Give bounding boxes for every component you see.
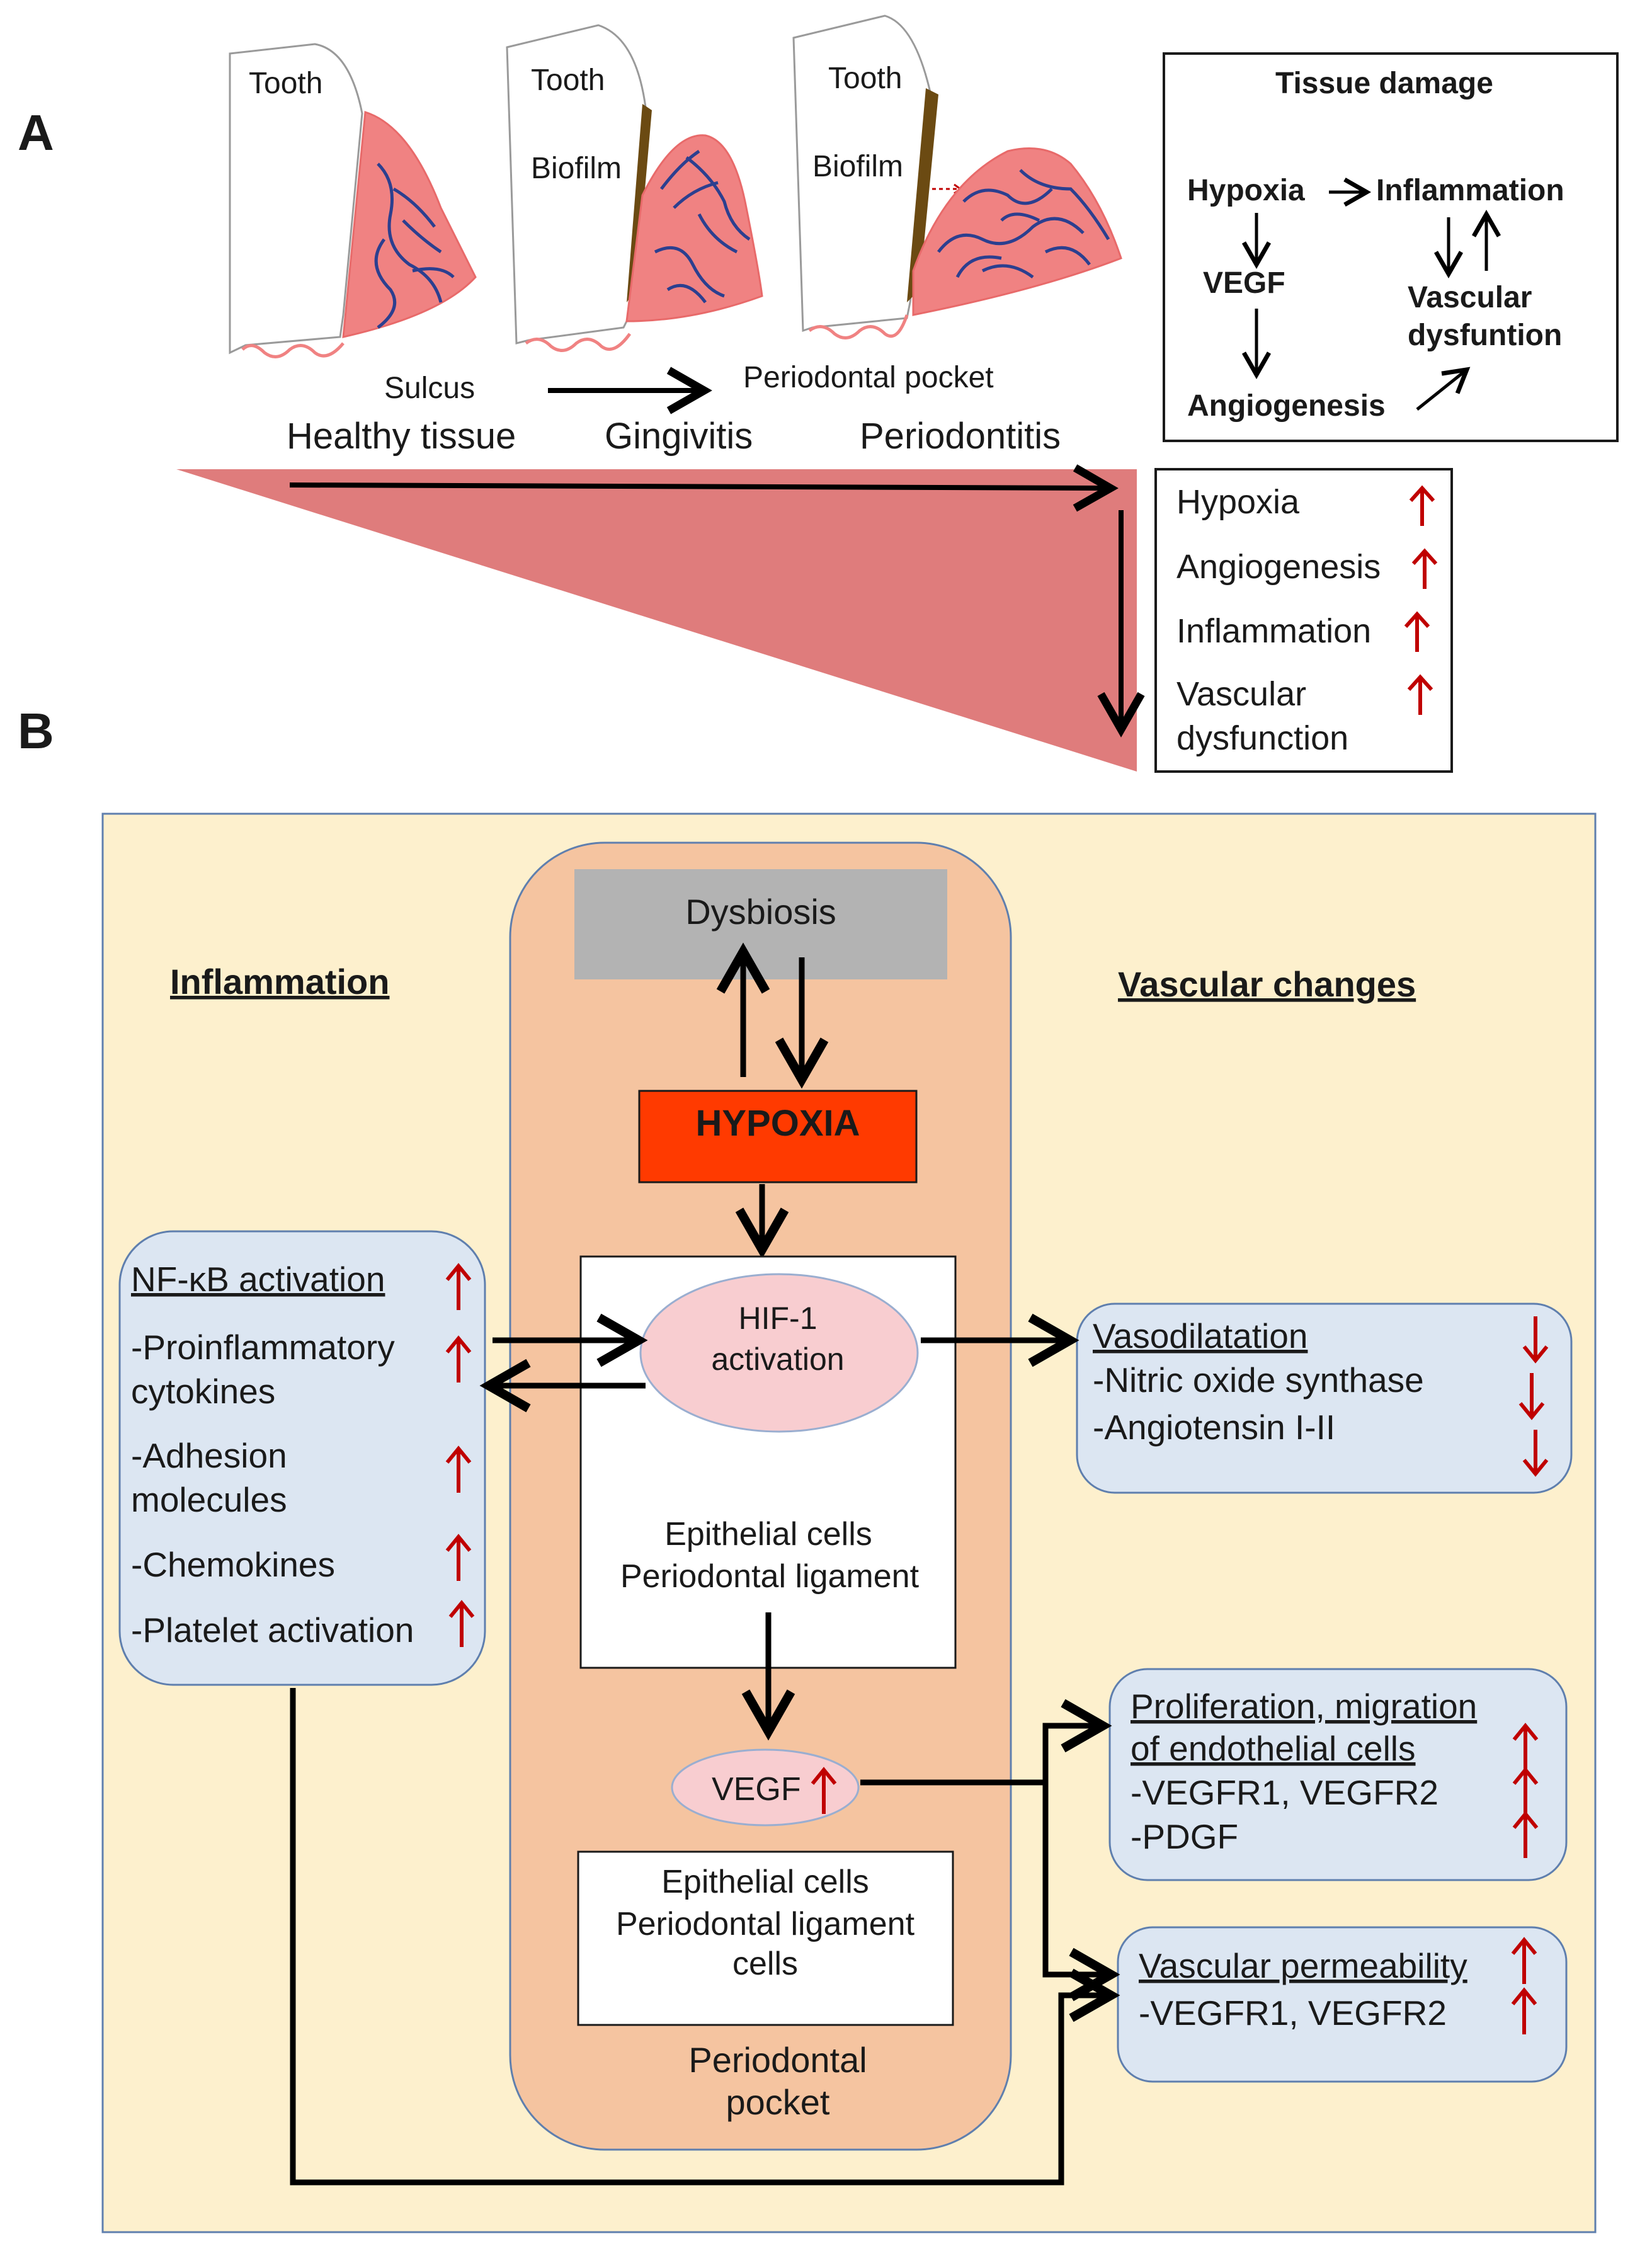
epithelial-a-2: Periodontal ligament bbox=[620, 1558, 920, 1595]
vasodilatation-down-arrows bbox=[1518, 1316, 1549, 1477]
vasodilatation-box bbox=[1076, 1303, 1573, 1494]
up-arrow-icon bbox=[445, 1534, 472, 1581]
nitric-oxide-synthase: -Nitric oxide synthase bbox=[1093, 1360, 1424, 1399]
wedge-horizontal-arrow bbox=[289, 464, 1119, 512]
stage3-biofilm-label: Biofilm bbox=[812, 150, 903, 183]
inflammation-up-arrows bbox=[445, 1263, 475, 1647]
up-arrow-icon bbox=[445, 1263, 472, 1310]
pocket-label-1: Periodontal bbox=[688, 2040, 867, 2080]
tissue-damage-arrows bbox=[1241, 177, 1501, 411]
angiotensin: -Angiotensin I-II bbox=[1093, 1408, 1335, 1447]
gingivitis-label: Gingivitis bbox=[605, 416, 753, 457]
inflammation-to-permeability-connector bbox=[290, 1688, 1120, 2186]
down-arrow-icon bbox=[1522, 1316, 1549, 1364]
up-arrow-icon bbox=[1512, 1723, 1539, 1770]
hif1-label-2: activation bbox=[711, 1342, 844, 1377]
td-vascular-2: dysfuntion bbox=[1408, 319, 1562, 352]
stage2-biofilm-label: Biofilm bbox=[531, 152, 622, 185]
vascular-changes-heading: Vascular changes bbox=[1118, 964, 1416, 1004]
td-vascular-1: Vascular bbox=[1408, 281, 1532, 314]
permeability-vegfr: -VEGFR1, VEGFR2 bbox=[1139, 1993, 1447, 2032]
nfkb-label: NF-κB activation bbox=[131, 1260, 385, 1299]
up-arrow-icon bbox=[1512, 1811, 1539, 1858]
vegf-ellipse bbox=[671, 1748, 860, 1827]
hypoxia-box bbox=[638, 1090, 918, 1183]
healthy-tooth-illustration bbox=[229, 43, 477, 358]
td-angiogenesis: Angiogenesis bbox=[1187, 389, 1386, 423]
up-arrow-icon bbox=[1512, 1767, 1539, 1814]
chemokines: -Chemokines bbox=[131, 1545, 335, 1584]
sulcus-label: Sulcus bbox=[384, 372, 475, 405]
proliferation-up-arrows bbox=[1512, 1723, 1539, 1858]
increase-box bbox=[1154, 468, 1453, 773]
epithelial-b-1: Epithelial cells bbox=[661, 1864, 869, 1900]
vegf-label: VEGF bbox=[712, 1771, 801, 1808]
inc-inflammation: Inflammation bbox=[1176, 612, 1371, 650]
panel-b-label: B bbox=[18, 703, 54, 759]
up-arrow-icon bbox=[1511, 1937, 1537, 1984]
up-arrow-icon bbox=[1404, 611, 1430, 652]
up-arrow-icon bbox=[1407, 674, 1433, 715]
periodontitis-tooth-illustration bbox=[792, 14, 1122, 339]
down-arrow-icon bbox=[1522, 1430, 1549, 1477]
hypoxia-label: HYPOXIA bbox=[695, 1103, 860, 1144]
up-arrow-icon bbox=[448, 1600, 475, 1647]
proliferation-box bbox=[1108, 1668, 1568, 1881]
proinflammatory-1: -Proinflammatory bbox=[131, 1328, 395, 1367]
pocket-label-2: pocket bbox=[726, 2082, 830, 2122]
stage2-tooth-label: Tooth bbox=[531, 64, 605, 97]
gingivitis-tooth-illustration bbox=[506, 24, 763, 352]
inflammation-box bbox=[118, 1230, 486, 1686]
platelet-activation: -Platelet activation bbox=[131, 1610, 414, 1650]
down-arrow-icon bbox=[1518, 1373, 1545, 1420]
proliferation-title-2: of endothelial cells bbox=[1131, 1729, 1416, 1768]
inc-dysfunction: dysfunction bbox=[1176, 719, 1348, 757]
inflammation-heading: Inflammation bbox=[170, 962, 389, 1001]
up-arrow-icon bbox=[445, 1445, 472, 1493]
epithelial-b-3: cells bbox=[732, 1946, 798, 1982]
adhesion-1: -Adhesion bbox=[131, 1436, 287, 1475]
proinflammatory-2: cytokines bbox=[131, 1372, 275, 1411]
epithelial-b-2: Periodontal ligament bbox=[616, 1906, 915, 1942]
increase-up-arrows bbox=[1404, 485, 1438, 715]
proliferation-pdgf: -PDGF bbox=[1131, 1817, 1238, 1856]
inc-hypoxia: Hypoxia bbox=[1176, 483, 1300, 521]
severity-wedge bbox=[176, 469, 1137, 772]
proliferation-title-1: Proliferation, migration bbox=[1131, 1687, 1477, 1726]
epithelial-a-1: Epithelial cells bbox=[664, 1516, 872, 1553]
periodontal-pocket-label: Periodontal pocket bbox=[743, 361, 994, 394]
td-hypoxia: Hypoxia bbox=[1187, 174, 1305, 207]
td-vegf: VEGF bbox=[1203, 266, 1285, 300]
td-inflammation: Inflammation bbox=[1376, 174, 1564, 207]
up-arrow-icon bbox=[1411, 548, 1438, 589]
inc-vascular: Vascular bbox=[1176, 675, 1306, 713]
stage1-tooth-label: Tooth bbox=[249, 67, 322, 100]
adhesion-2: molecules bbox=[131, 1480, 287, 1519]
healthy-tissue-label: Healthy tissue bbox=[287, 416, 516, 457]
hif1-label-1: HIF-1 bbox=[739, 1301, 817, 1336]
periodontitis-label: Periodontitis bbox=[860, 416, 1061, 457]
epithelial-cells-box-2 bbox=[577, 1850, 954, 2026]
tissue-damage-title: Tissue damage bbox=[1275, 67, 1493, 100]
tissue-damage-box bbox=[1163, 52, 1619, 442]
up-arrow-icon bbox=[1511, 1987, 1537, 2034]
stage3-tooth-label: Tooth bbox=[828, 62, 902, 95]
inc-angiogenesis: Angiogenesis bbox=[1176, 548, 1381, 586]
up-arrow-icon bbox=[811, 1767, 837, 1814]
panel-a-label: A bbox=[18, 105, 54, 161]
up-arrow-icon bbox=[445, 1335, 472, 1382]
up-arrow-icon bbox=[1409, 485, 1435, 526]
dysbiosis-label: Dysbiosis bbox=[685, 892, 836, 932]
vasodilatation-title: Vasodilatation bbox=[1093, 1316, 1307, 1355]
permeability-title: Vascular permeability bbox=[1139, 1946, 1467, 1985]
proliferation-vegfr: -VEGFR1, VEGFR2 bbox=[1131, 1773, 1438, 1812]
permeability-up-arrows bbox=[1511, 1937, 1537, 2034]
